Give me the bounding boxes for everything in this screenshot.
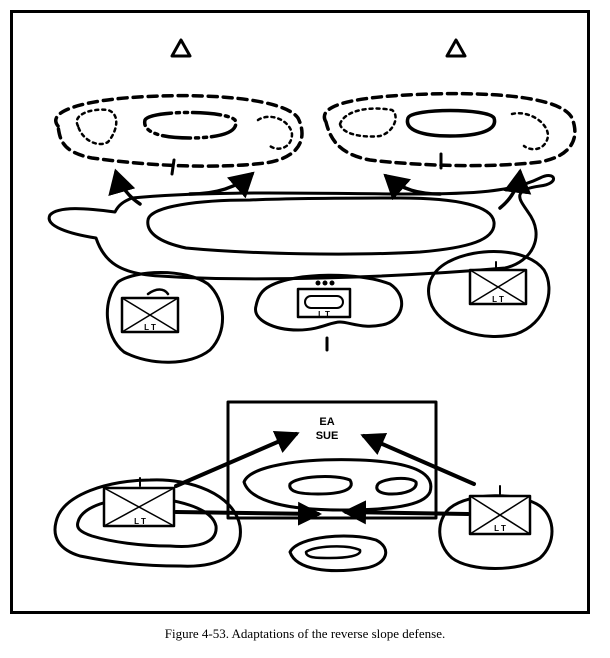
lower-terrain xyxy=(288,534,388,573)
unit-symbol-bottom-right: L T xyxy=(468,485,532,536)
advance-arrow-right-2 xyxy=(498,168,532,210)
unit-position-left-terrain xyxy=(105,271,224,364)
unit-label: L T xyxy=(492,295,504,304)
unit-label: L T xyxy=(318,310,330,319)
forward-terrain-right xyxy=(322,91,577,170)
advance-arrow-left-2 xyxy=(188,171,255,199)
advance-arrow-left-1 xyxy=(108,168,142,206)
unit-position-right-terrain xyxy=(427,250,551,338)
figure-caption: Figure 4-53. Adaptations of the reverse … xyxy=(164,626,446,641)
unit-label: L T xyxy=(134,517,146,526)
observation-post-left-icon xyxy=(170,38,192,58)
fire-arrow-right-flank xyxy=(342,500,470,525)
engagement-area-box xyxy=(226,400,438,520)
engagement-area-terrain xyxy=(242,458,433,512)
observation-post-right-icon xyxy=(445,38,467,58)
fire-arrow-right-to-ea xyxy=(360,433,476,486)
reverse-slope-defense-diagram: L T L T L T EA SUE xyxy=(47,38,577,573)
figure-frame xyxy=(10,10,590,614)
unit-position-center-terrain xyxy=(254,273,403,332)
unit-symbol-top-right: L T xyxy=(468,261,528,306)
engagement-area-label-line2: SUE xyxy=(316,430,339,442)
engagement-area-label-line1: EA xyxy=(319,416,334,428)
fire-arrow-left-flank xyxy=(174,501,322,526)
fire-arrow-left-to-ea xyxy=(174,430,300,488)
forward-terrain-left xyxy=(54,93,304,176)
unit-symbol-bottom-left: L T xyxy=(102,477,176,528)
unit-label: L T xyxy=(144,323,156,332)
unit-symbol-top-center: L T xyxy=(296,280,352,319)
advance-arrow-right-1 xyxy=(383,173,442,201)
unit-label: L T xyxy=(494,524,506,533)
main-hill-terrain xyxy=(47,174,555,281)
unit-symbol-top-left: L T xyxy=(120,288,180,334)
